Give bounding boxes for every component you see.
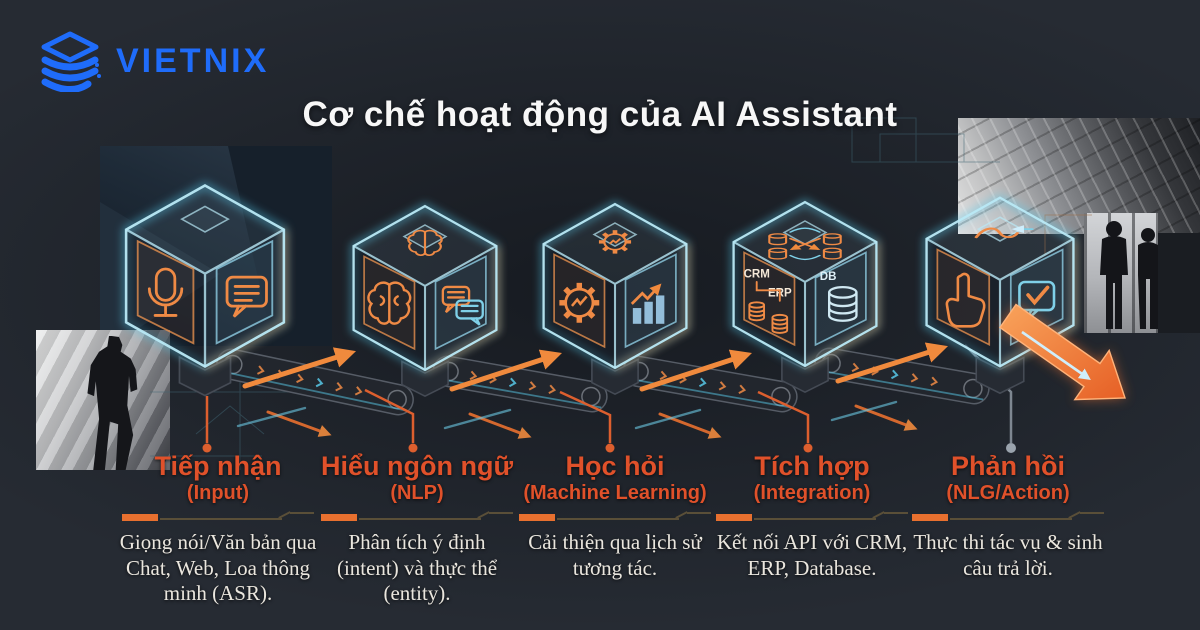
gear-icon: [559, 282, 600, 323]
step-cube-learning: [544, 204, 687, 394]
step-2-column: Hiểu ngôn ngữ (NLP) Phân tích ý định (in…: [315, 452, 519, 606]
vietnix-layers-icon: [41, 31, 101, 92]
step-cube-response: [927, 198, 1074, 393]
right-dark-block: [1158, 233, 1200, 333]
step-2-title: Hiểu ngôn ngữ: [320, 451, 514, 481]
chat-bubble-icon: [225, 275, 268, 318]
microphone-icon: [147, 267, 184, 317]
conveyor-belts: [216, 347, 990, 416]
divider: [321, 511, 513, 522]
gear-icon: [598, 230, 632, 254]
step-1-description: Giọng nói/Văn bản qua Chat, Web, Loa thô…: [119, 530, 317, 605]
step-4-description: Kết nối API với CRM, ERP, Database.: [716, 530, 908, 580]
people-silhouettes: [1100, 221, 1158, 329]
step-1-subtitle: (Input): [186, 482, 250, 505]
step-cube-integration: CRM ERP DB: [734, 202, 877, 392]
inner-cyan-arrow: [1021, 330, 1091, 381]
hand-gesture-icon: [974, 225, 1034, 239]
step-4-title: Tích hợp: [754, 451, 870, 481]
step-1-title: Tiếp nhận: [154, 451, 282, 481]
left-businessman-photo: [36, 330, 170, 470]
database-icon: DB: [820, 271, 858, 322]
growth-chart-icon: [630, 283, 665, 324]
divider: [519, 511, 711, 522]
step-4-column: Tích hợp (Integration) Kết nối API với C…: [710, 452, 914, 581]
step-4-subtitle: (Integration): [753, 482, 871, 505]
db-label: DB: [820, 271, 837, 283]
database-sync-icon: [768, 227, 842, 261]
step-3-title: Học hỏi: [565, 451, 665, 481]
divider: [122, 511, 314, 522]
page-title: Cơ chế hoạt động của AI Assistant: [302, 95, 898, 134]
right-people-photo: [1084, 213, 1158, 333]
logo-text: VIETNIX: [116, 41, 270, 80]
vietnix-logo: VIETNIX: [38, 30, 269, 92]
step-3-description: Cải thiện qua lịch sử tương tác.: [528, 530, 702, 580]
step-cube-nlp: [354, 206, 497, 396]
chat-bubbles-icon: [441, 285, 484, 326]
step-2-subtitle: (NLP): [390, 482, 444, 505]
brain-icon: [407, 229, 443, 256]
step-3-column: Học hỏi (Machine Learning) Cải thiện qua…: [513, 452, 717, 581]
step-5-title: Phản hồi: [951, 451, 1065, 481]
step-1-column: Tiếp nhận (Input) Giọng nói/Văn bản qua …: [116, 452, 320, 606]
divider: [716, 511, 908, 522]
crm-label: CRM: [744, 269, 770, 281]
step-2-description: Phân tích ý định (intent) và thực thể (e…: [336, 530, 498, 605]
step-cube-input: [126, 186, 284, 396]
step-5-subtitle: (NLG/Action): [946, 482, 1070, 505]
step-5-column: Phản hồi (NLG/Action) Thực thi tác vụ & …: [906, 452, 1110, 581]
brain-icon: [367, 281, 412, 325]
crm-erp-diagram: CRM ERP: [744, 269, 792, 334]
divider: [912, 511, 1104, 522]
flow-arrows: [236, 342, 949, 439]
output-arrow: [999, 303, 1126, 401]
step-3-subtitle: (Machine Learning): [523, 482, 707, 505]
pointing-hand-icon: [945, 272, 986, 328]
step-5-description: Thực thi tác vụ & sinh câu trả lời.: [913, 530, 1103, 580]
